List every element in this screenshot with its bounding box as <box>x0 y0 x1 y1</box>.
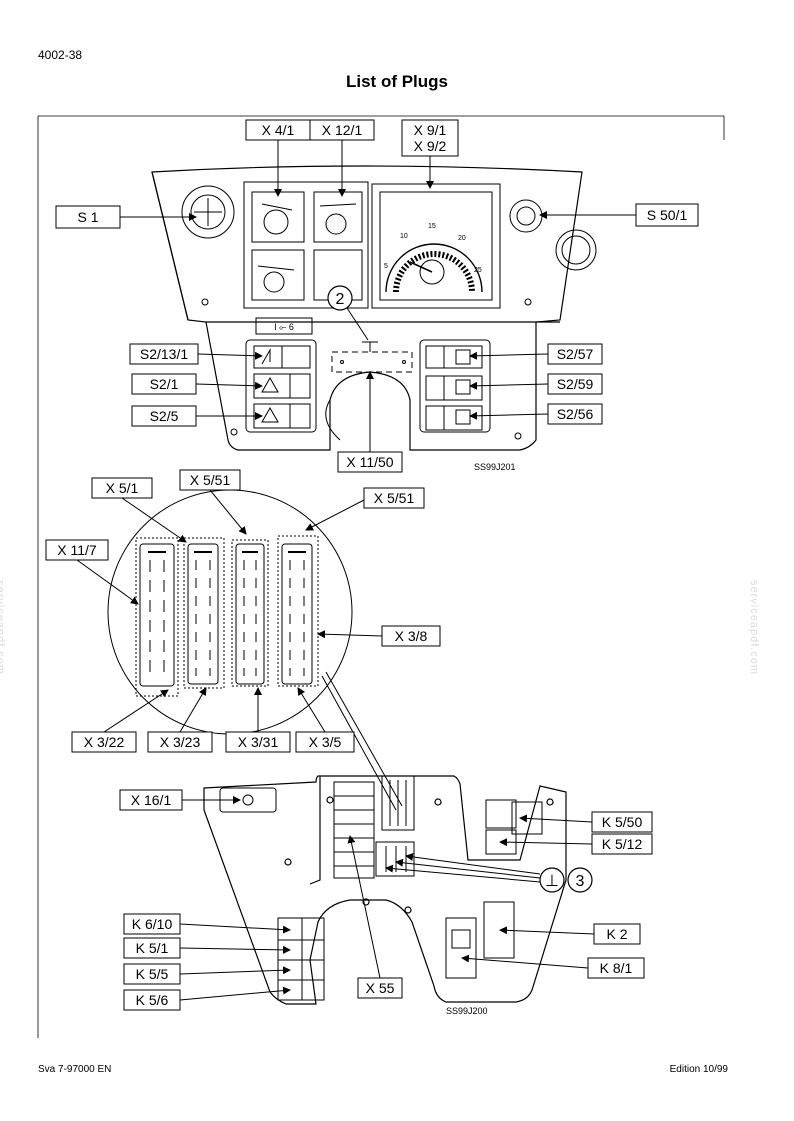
callout-3: ⊥ 3 <box>539 867 593 893</box>
footer-edition: Edition 10/99 <box>669 1064 728 1075</box>
label-s2-56: S2/56 <box>557 406 594 422</box>
dash-symbol-bar: I ⟜ 6 <box>255 317 313 335</box>
label-s2-13-1: S2/13/1 <box>140 346 188 362</box>
label-x5-51-a: X 5/51 <box>190 472 231 488</box>
label-x4-1: X 4/1 <box>262 122 295 138</box>
label-k5-5: K 5/5 <box>136 966 169 982</box>
label-k6-10: K 6/10 <box>132 916 173 932</box>
label-s2-1: S2/1 <box>150 376 179 392</box>
label-s1: S 1 <box>77 209 98 225</box>
middle-labels: X 5/1 X 5/51 X 5/51 X 11/7 X 3/8 X 3/22 … <box>45 469 441 753</box>
middle-leaders <box>76 489 383 733</box>
label-k5-12: K 5/12 <box>602 836 643 852</box>
callout-3-text: 3 <box>576 873 585 890</box>
svg-text:25: 25 <box>474 267 482 274</box>
svg-text:10: 10 <box>400 233 408 240</box>
top-leaders <box>120 140 636 452</box>
dash-symbol-text: I ⟜ 6 <box>274 322 294 332</box>
label-x55: X 55 <box>366 980 395 996</box>
ground-symbol: ⊥ <box>545 873 559 890</box>
dashboard-details <box>181 185 597 441</box>
magnified-plugs <box>107 489 403 811</box>
right-switch-group <box>419 339 491 433</box>
label-x3-5: X 3/5 <box>309 734 342 750</box>
footer-document-code: Sva 7-97000 EN <box>38 1064 112 1075</box>
label-x11-50: X 11/50 <box>346 454 393 470</box>
callout-2: 2 <box>327 285 369 341</box>
label-x9-1: X 9/1 <box>414 122 447 138</box>
label-k5-50: K 5/50 <box>602 814 643 830</box>
page-frame <box>37 115 725 1038</box>
label-k2: K 2 <box>606 926 627 942</box>
figure-code-top: SS99J201 <box>474 462 516 472</box>
bottom-panel <box>203 775 567 1005</box>
svg-text:5: 5 <box>384 263 388 270</box>
svg-text:15: 15 <box>428 223 436 230</box>
callout-2-text: 2 <box>336 291 345 308</box>
label-s2-5: S2/5 <box>150 408 179 424</box>
label-k5-6: K 5/6 <box>136 992 169 1008</box>
dashboard-panel <box>151 165 583 451</box>
plug-x11-50-outline <box>331 341 413 373</box>
label-x3-31: X 3/31 <box>238 734 279 750</box>
tachometer: 5 10 15 20 25 <box>371 183 501 309</box>
label-s2-59: S2/59 <box>557 376 594 392</box>
bottom-components <box>219 775 543 1001</box>
label-k8-1: K 8/1 <box>600 960 633 976</box>
label-x11-7: X 11/7 <box>57 542 97 558</box>
bottom-leaders <box>179 796 595 1001</box>
figure-code-bottom: SS99J200 <box>446 1006 488 1016</box>
label-s50-1: S 50/1 <box>647 207 688 223</box>
label-x3-23: X 3/23 <box>160 734 201 750</box>
gauge-cluster <box>243 181 369 309</box>
label-x5-1: X 5/1 <box>106 480 139 496</box>
label-x9-2: X 9/2 <box>414 138 447 154</box>
page-number: 4002-38 <box>38 48 83 62</box>
svg-text:20: 20 <box>458 235 466 242</box>
label-s2-57: S2/57 <box>557 346 594 362</box>
label-x3-8: X 3/8 <box>395 628 428 644</box>
label-x3-22: X 3/22 <box>84 734 125 750</box>
page-title: List of Plugs <box>346 72 448 91</box>
label-k5-1: K 5/1 <box>136 940 169 956</box>
label-x16-1: X 16/1 <box>131 792 172 808</box>
bottom-labels: X 16/1 K 5/50 K 5/12 K 6/10 K 5/1 K 5/5 … <box>119 789 653 1016</box>
label-x12-1: X 12/1 <box>322 122 363 138</box>
label-x5-51-b: X 5/51 <box>374 490 415 506</box>
